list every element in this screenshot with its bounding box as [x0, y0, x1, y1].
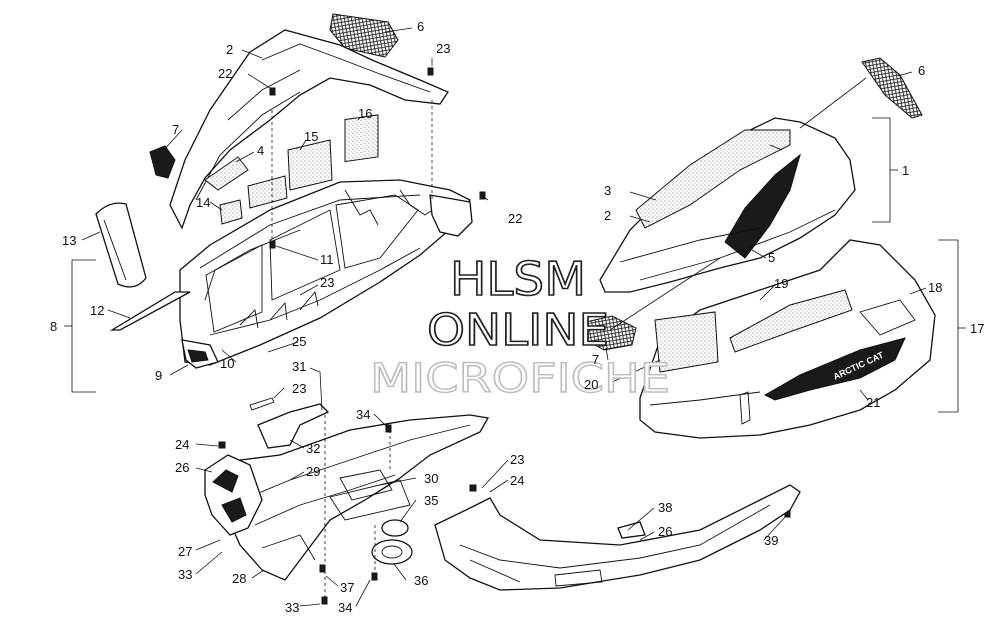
hood-rail-part	[169, 29, 449, 230]
decal-4-part	[204, 156, 249, 191]
leader-lines	[81, 27, 927, 607]
bracket-17	[938, 239, 959, 413]
callout-36: 36	[414, 573, 428, 588]
bracket-8	[71, 259, 96, 393]
callout-8: 8	[50, 319, 57, 334]
bracket-1	[872, 117, 891, 223]
belly-pan-assembly	[204, 67, 791, 605]
callout-23: 23	[436, 41, 450, 56]
decal-16-part	[344, 114, 379, 163]
decal-14-part	[219, 199, 243, 225]
side-trim-parts	[95, 202, 191, 331]
callout-9: 9	[155, 368, 162, 383]
callout-33: 33	[178, 567, 192, 582]
lower-side-panel-assembly	[434, 484, 801, 591]
callout-28: 28	[232, 571, 246, 586]
callout-10: 10	[220, 356, 234, 371]
nose-piece-26-part	[204, 454, 263, 536]
callout-12: 12	[90, 303, 104, 318]
decal-5-part	[724, 153, 801, 259]
callout-24: 24	[510, 473, 524, 488]
callout-16: 16	[358, 106, 372, 121]
callout-17: 17	[970, 321, 984, 336]
bracket-31-part	[257, 403, 330, 449]
callout-1: 1	[902, 163, 909, 178]
callout-22: 22	[218, 66, 232, 81]
callout-2: 2	[226, 42, 233, 57]
callout-14: 14	[196, 195, 210, 210]
watermark-line-1: HLSM	[450, 252, 586, 306]
callout-23: 23	[320, 275, 334, 290]
vent-grille-part	[329, 13, 399, 58]
callout-39: 39	[764, 533, 778, 548]
callout-25: 25	[292, 334, 306, 349]
callout-31: 31	[292, 359, 306, 374]
decal-21-part	[763, 337, 906, 401]
callout-13: 13	[62, 233, 76, 248]
headlight-lens-part	[149, 145, 176, 179]
callout-27: 27	[178, 544, 192, 559]
headlight-lens-right-part	[585, 315, 637, 351]
callout-3: 3	[604, 183, 611, 198]
watermark-line-2: ONLINE	[427, 305, 609, 356]
hood-frame-assembly	[149, 13, 473, 369]
shield-13-part	[95, 202, 147, 288]
callout-4: 4	[257, 143, 264, 158]
upper-side-panel-assembly: ARCTIC CAT	[585, 57, 936, 439]
vent-grille-right-part	[861, 57, 923, 119]
callout-26: 26	[175, 460, 189, 475]
callout-5: 5	[768, 250, 775, 265]
callout-20: 20	[584, 377, 598, 392]
callout-33: 33	[285, 600, 299, 615]
callout-30: 30	[424, 471, 438, 486]
callout-23: 23	[292, 381, 306, 396]
callout-6: 6	[417, 19, 424, 34]
callout-11: 11	[320, 252, 334, 267]
callout-6: 6	[918, 63, 925, 78]
grommet-36-part	[371, 539, 413, 565]
callout-37: 37	[340, 580, 354, 595]
callout-38: 38	[658, 500, 672, 515]
callout-15: 15	[304, 129, 318, 144]
callout-32: 32	[306, 441, 320, 456]
hood-decals	[204, 114, 379, 225]
decal-20-part	[654, 311, 719, 373]
callout-23: 23	[510, 452, 524, 467]
callout-19: 19	[774, 276, 788, 291]
callout-18: 18	[928, 280, 942, 295]
watermark-line-3: MICROFICHE	[370, 356, 670, 402]
callout-34: 34	[356, 407, 370, 422]
lower-right-panel-part	[639, 239, 936, 439]
lower-side-panel-part	[434, 484, 801, 591]
callout-7: 7	[592, 352, 599, 367]
callout-7: 7	[172, 122, 179, 137]
callout-35: 35	[424, 493, 438, 508]
callout-24: 24	[175, 437, 189, 452]
callout-29: 29	[306, 464, 320, 479]
callout-22: 22	[508, 211, 522, 226]
watermark: HLSM ONLINE MICROFICHE	[369, 251, 670, 403]
callout-34: 34	[338, 600, 352, 615]
decal-19-part	[729, 289, 853, 353]
trim-12-part	[109, 291, 191, 331]
decal-15-part	[287, 139, 333, 191]
callout-21: 21	[866, 395, 880, 410]
callout-2: 2	[604, 208, 611, 223]
callout-26: 26	[658, 524, 672, 539]
callout-labels: 6 2 23 22 16 7 15 4 14 22 13 11 23 8 12 …	[50, 19, 984, 615]
